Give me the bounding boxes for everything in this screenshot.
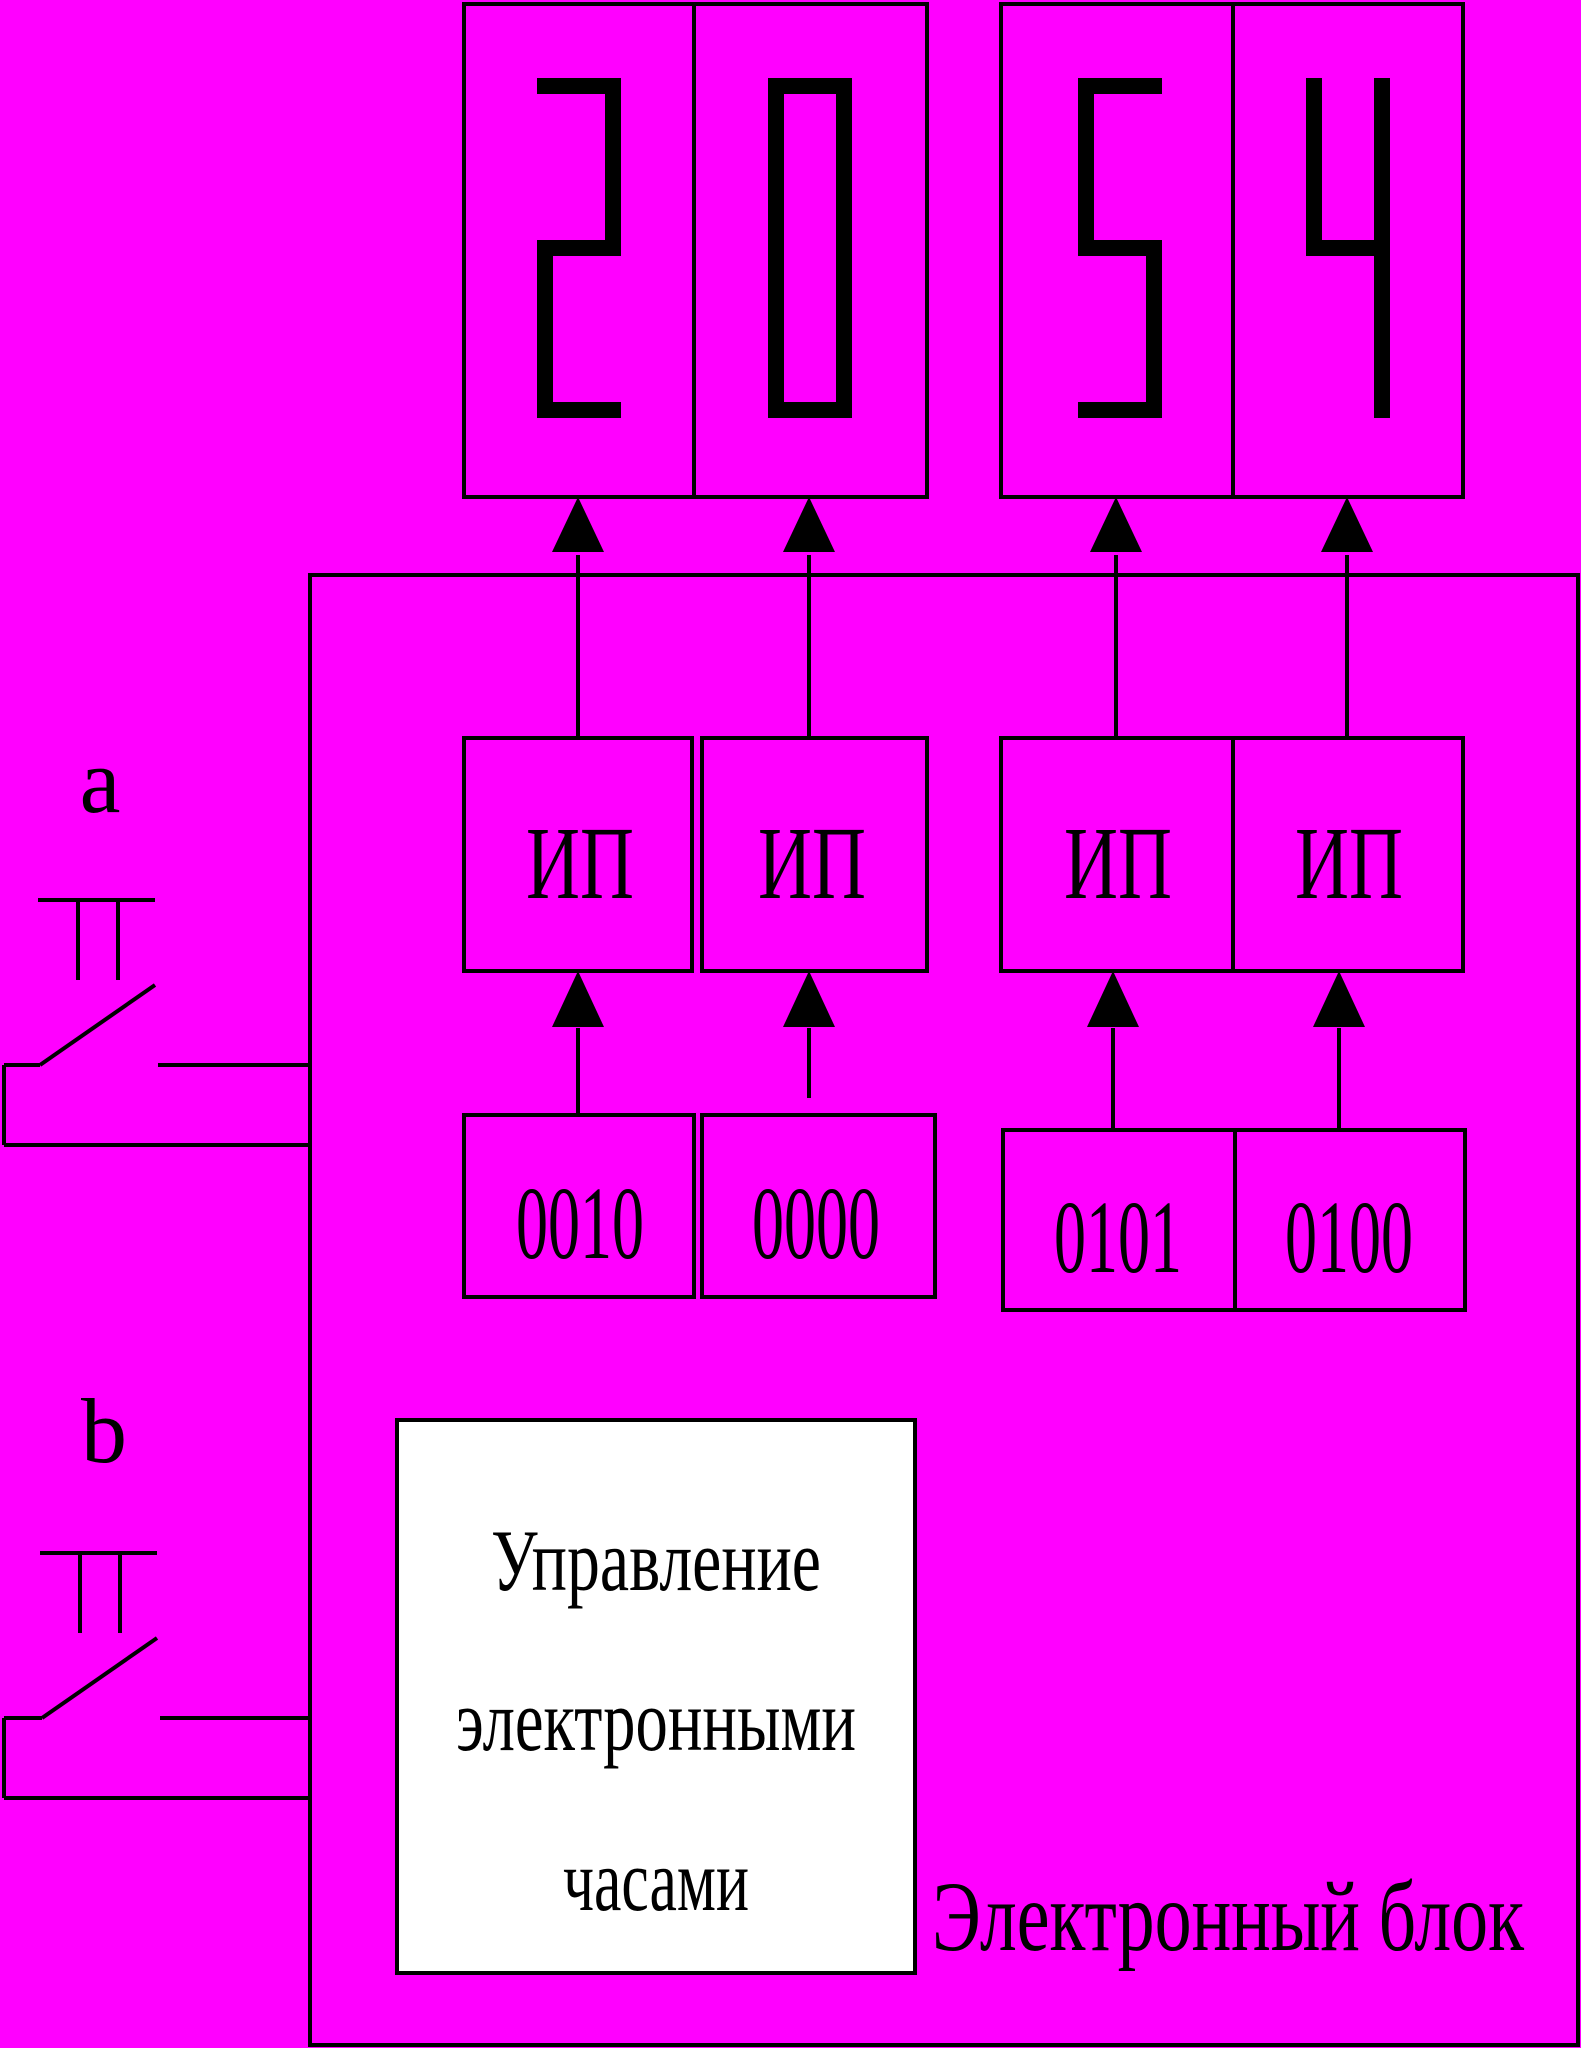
- digit-2-segment-a: [768, 78, 852, 94]
- digit-display-2: [692, 2, 929, 499]
- arrow-display-4: [1321, 497, 1373, 552]
- digit-4-segment-g: [1306, 240, 1390, 256]
- binary-code-4: 0100: [1285, 1180, 1413, 1295]
- button-b-switch[interactable]: [2, 1551, 310, 1800]
- digit-2-segment-e: [768, 248, 784, 418]
- button-a-switch[interactable]: [2, 898, 310, 1147]
- digit-4-segment-c: [1374, 248, 1390, 418]
- digit-2-segment-f: [768, 78, 784, 248]
- electronic-block-label: Электронный блок: [932, 1861, 1524, 1972]
- digit-2-segment-d: [768, 402, 852, 418]
- binary-box-4: [1233, 1128, 1467, 1312]
- arrow-decoder-2: [783, 971, 835, 1027]
- decoder-label-1: ИП: [526, 806, 634, 921]
- decoder-label-3: ИП: [1064, 806, 1172, 921]
- digit-2-segment-c: [836, 248, 852, 418]
- digit-2-segment-b: [836, 78, 852, 248]
- button-b-label: b: [81, 1380, 127, 1482]
- digit-1-segments: [537, 78, 621, 418]
- decoder-label-4: ИП: [1295, 806, 1403, 921]
- control-label-line-3: часами: [563, 1833, 749, 1930]
- digit-2-segments: [768, 78, 852, 418]
- digit-3-segment-a: [1078, 78, 1162, 94]
- control-label-line-1: Управление: [491, 1513, 821, 1610]
- control-label-line-2: электронными: [456, 1673, 856, 1770]
- digit-4-segment-f: [1306, 78, 1322, 248]
- digit-3-segment-f: [1078, 78, 1094, 248]
- digit-1-segment-b: [605, 78, 621, 248]
- arrow-decoder-4: [1313, 971, 1365, 1027]
- clock-control-box: Управление электронными часами: [395, 1418, 917, 1975]
- digit-1-segment-a: [537, 78, 621, 94]
- arrow-decoder-3: [1087, 971, 1139, 1027]
- digit-3-segment-g: [1078, 240, 1162, 256]
- digit-1-segment-g: [537, 240, 621, 256]
- arrow-decoder-1: [552, 971, 604, 1027]
- digit-3-segment-d: [1078, 402, 1162, 418]
- binary-box-1: [462, 1113, 696, 1299]
- decoder-box-2: [700, 736, 929, 973]
- decoder-label-2: ИП: [758, 806, 866, 921]
- arrow-display-1: [552, 497, 604, 552]
- digit-3-segment-c: [1146, 248, 1162, 418]
- decoder-box-4: [1231, 736, 1465, 973]
- button-a-label: a: [80, 730, 121, 832]
- digit-3-segments: [1078, 78, 1162, 418]
- digit-1-segment-e: [537, 248, 553, 418]
- digit-display-4: [1231, 2, 1465, 499]
- binary-code-3: 0101: [1054, 1180, 1182, 1295]
- binary-box-2: [700, 1113, 937, 1299]
- digit-4-segments: [1306, 78, 1390, 418]
- electronic-block-border: [308, 573, 1580, 2047]
- digit-4-segment-b: [1374, 78, 1390, 248]
- digit-1-segment-d: [537, 402, 621, 418]
- arrow-display-2: [783, 497, 835, 552]
- arrow-display-3: [1090, 497, 1142, 552]
- binary-code-2: 0000: [752, 1166, 880, 1281]
- binary-code-1: 0010: [516, 1166, 644, 1281]
